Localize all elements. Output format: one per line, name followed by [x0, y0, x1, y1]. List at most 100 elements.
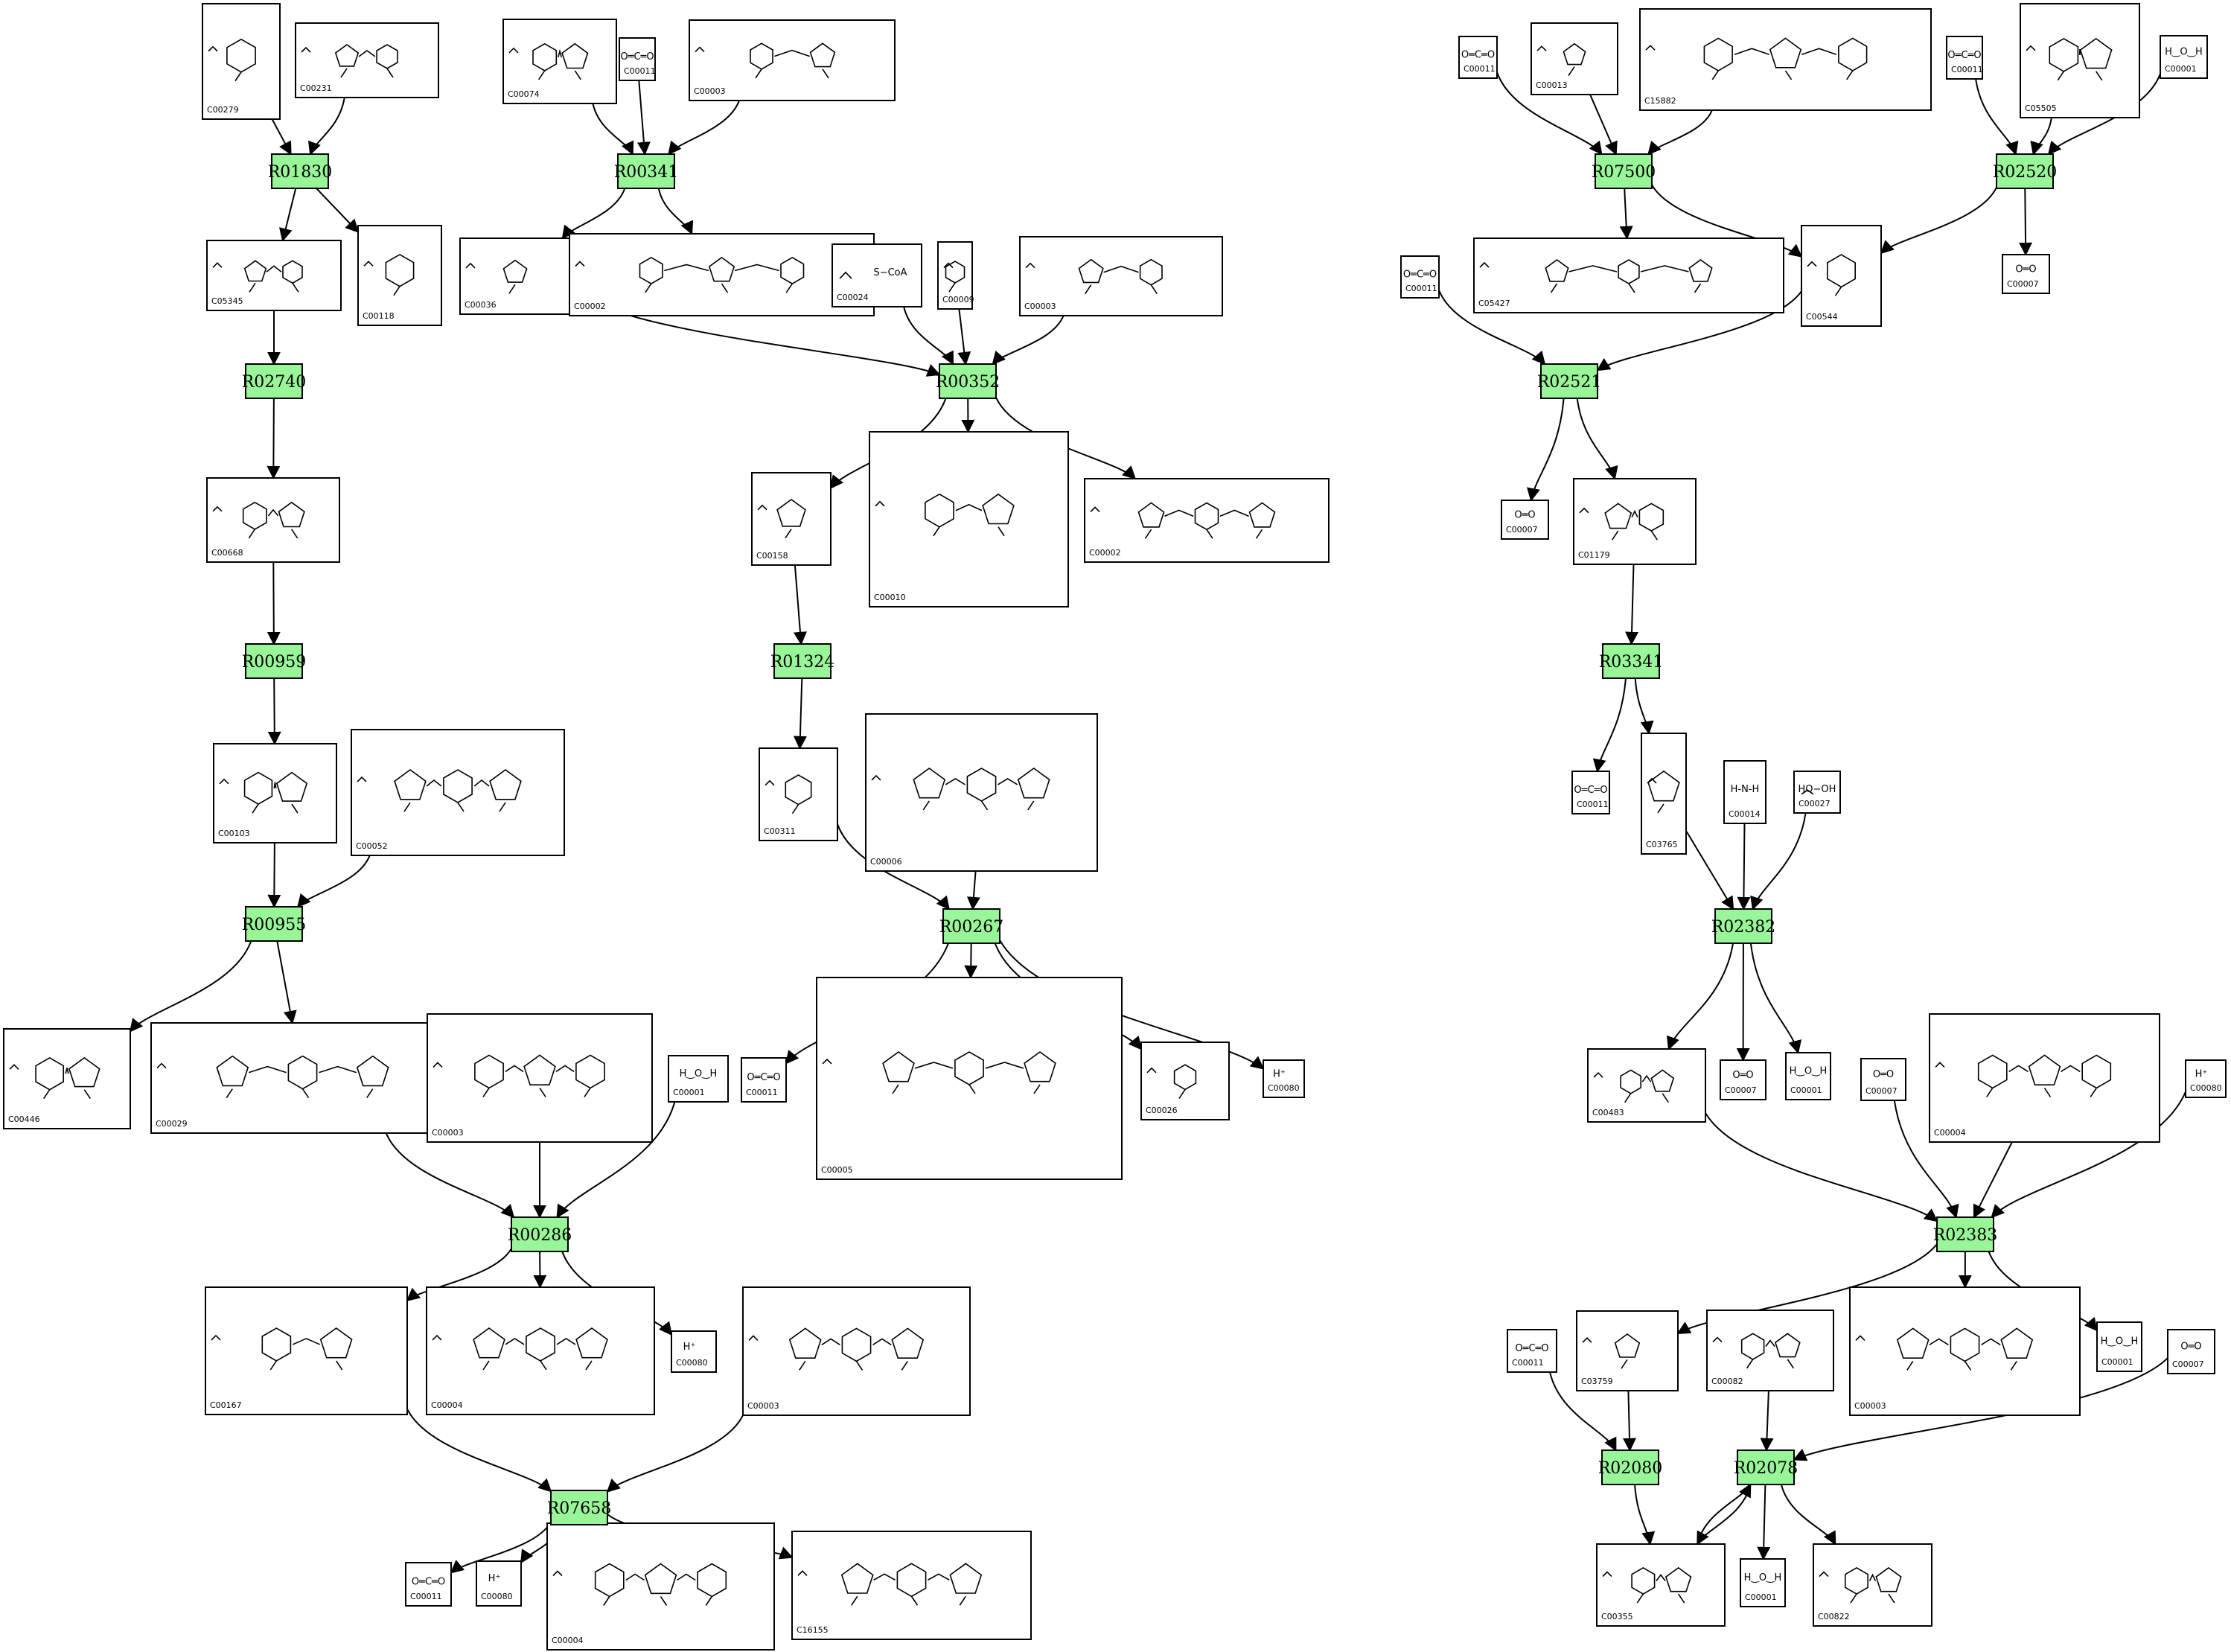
compound-node[interactable]: C00668 [206, 477, 340, 563]
structure-drawing [1579, 503, 1665, 540]
compound-box [2167, 1329, 2215, 1374]
compound-node[interactable]: C00004 [426, 1286, 655, 1415]
reaction-node[interactable]: R02080 [1598, 1450, 1663, 1485]
compound-node[interactable]: C00167 [205, 1286, 408, 1415]
compound-box [865, 713, 1098, 872]
compound-node[interactable]: C00158 [751, 472, 832, 566]
compound-node[interactable]: C00446 [3, 1028, 131, 1129]
compound-node[interactable]: C00004 [546, 1522, 775, 1651]
reaction-node[interactable]: R00341 [614, 153, 679, 189]
reaction-label: R07658 [547, 1499, 612, 1518]
compound-node[interactable]: H⁺C00080 [671, 1330, 717, 1373]
compound-node[interactable]: H⁺C00080 [1263, 1059, 1305, 1098]
compound-node[interactable]: C00118 [357, 225, 442, 326]
compound-node[interactable]: H⁺C00080 [2185, 1059, 2227, 1098]
compound-node[interactable]: C00009 [937, 241, 974, 310]
reaction-edge [267, 842, 281, 908]
compound-node[interactable]: C00074 [502, 19, 617, 104]
compound-box [1576, 1310, 1679, 1391]
reaction-node[interactable]: R00955 [242, 906, 307, 942]
structure-drawing [465, 259, 528, 294]
compound-box [1501, 500, 1549, 540]
compound-node[interactable]: C00311 [759, 747, 838, 841]
reaction-node[interactable]: R00352 [936, 363, 1000, 399]
reaction-node[interactable]: R03341 [1599, 643, 1664, 679]
reaction-node[interactable]: R02520 [1993, 153, 2058, 189]
compound-id-label: C00027 [1798, 799, 1831, 809]
compound-node[interactable]: H⁺C00080 [476, 1560, 522, 1607]
reaction-node[interactable]: R02382 [1711, 908, 1776, 944]
structure-drawing [1647, 770, 1680, 814]
compound-node[interactable]: C00003 [427, 1013, 653, 1143]
compound-node[interactable]: C00004 [1929, 1013, 2160, 1143]
reaction-node[interactable]: R07658 [547, 1490, 612, 1525]
compound-node[interactable]: C03759 [1576, 1310, 1679, 1391]
compound-node[interactable]: C00003 [742, 1286, 971, 1416]
compound-node[interactable]: C05427 [1473, 237, 1784, 313]
compound-box [1706, 1310, 1834, 1391]
reaction-node[interactable]: R00267 [939, 908, 1004, 944]
reaction-node[interactable]: R02078 [1734, 1450, 1798, 1485]
compound-node[interactable]: C00010 [869, 431, 1069, 607]
compound-node[interactable]: C03765 [1641, 733, 1687, 855]
compound-node[interactable]: C00544 [1801, 225, 1882, 327]
compound-node[interactable]: C15882 [1639, 8, 1932, 111]
reaction-node[interactable]: R02740 [242, 363, 307, 399]
reaction-edge [592, 103, 634, 156]
compound-node[interactable]: C00013 [1531, 22, 1618, 95]
compound-node[interactable]: C00036 [459, 237, 571, 315]
reaction-node[interactable]: R00286 [508, 1216, 572, 1252]
compound-node[interactable]: C00005 [816, 977, 1123, 1180]
compound-node[interactable]: C16155 [791, 1531, 1032, 1640]
compound-node[interactable]: C00006 [865, 713, 1098, 872]
nodes-layer: C00279C00231C00074O═C═OC00011C00003C0534… [3, 3, 2227, 1651]
compound-node[interactable]: C00103 [213, 743, 337, 843]
compound-node[interactable]: C01179 [1573, 478, 1697, 565]
compound-node[interactable]: C00029 [150, 1022, 455, 1134]
compound-node[interactable]: C00003 [689, 19, 896, 101]
reaction-edge [297, 855, 371, 908]
reaction-node[interactable]: R07500 [1592, 153, 1656, 189]
compound-node[interactable]: C00003 [1849, 1286, 2081, 1416]
compound-node[interactable]: C05505 [2020, 3, 2140, 118]
compound-node[interactable]: C05345 [206, 240, 342, 311]
compound-node[interactable]: C00082 [1706, 1310, 1834, 1391]
compound-node[interactable]: C00002 [1084, 478, 1330, 563]
compound-node[interactable]: C00052 [351, 729, 565, 856]
reaction-node[interactable]: R02383 [1933, 1216, 1998, 1252]
compound-node[interactable]: C00822 [1813, 1543, 1932, 1627]
compound-node[interactable]: C00003 [1019, 236, 1223, 316]
reaction-node[interactable]: R00959 [242, 643, 307, 679]
compound-node[interactable]: C00355 [1596, 1543, 1726, 1627]
compound-node[interactable]: C00483 [1587, 1048, 1706, 1123]
compound-node[interactable]: C00002 [569, 233, 875, 316]
compound-node[interactable]: C00231 [295, 22, 439, 98]
reaction-node[interactable]: R01830 [268, 153, 333, 189]
compound-node[interactable]: C00026 [1140, 1042, 1230, 1120]
compound-node[interactable]: C00279 [202, 3, 281, 120]
reaction-edge [1647, 109, 1713, 156]
reaction-node[interactable]: R02521 [1537, 363, 1602, 399]
reaction-node[interactable]: R01324 [770, 643, 835, 679]
